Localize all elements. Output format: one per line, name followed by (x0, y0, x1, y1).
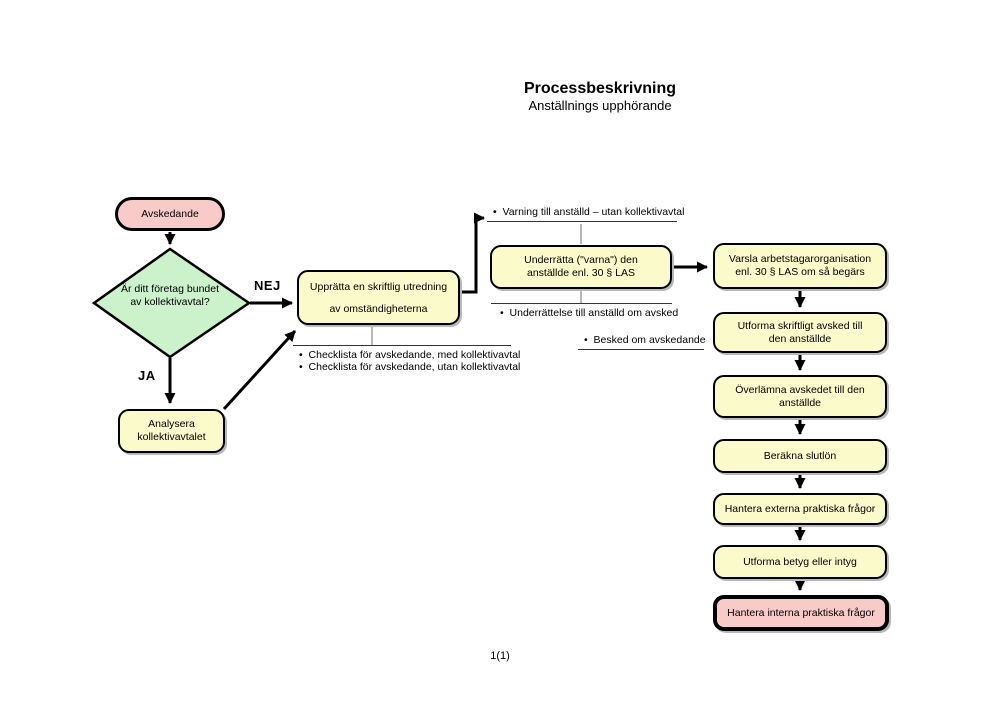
node-final-pay: Beräkna slutlön (713, 439, 887, 473)
node-handover: Överlämna avskedet till den anställde (713, 375, 887, 418)
attachment-underrattelse-label: Underrättelse till anställd om avsked (491, 307, 679, 319)
node-certificate: Utforma betyg eller intyg (713, 545, 887, 579)
node-warn-union: Varsla arbetstagarorganisation enl. 30 §… (713, 243, 887, 289)
attachment-besked-label: Besked om avskedande (578, 334, 706, 346)
arrow-analyze-to-investigation (222, 329, 297, 411)
node-start: Avskedande (115, 197, 225, 231)
attachment-checklist-item-1: Checklista för avskedande, med kollektiv… (293, 349, 521, 361)
decision-diamond-shape (91, 247, 252, 359)
arrow-investigation-to-varning (460, 212, 485, 294)
attachment-checklist-item-2: Checklista för avskedande, utan kollekti… (293, 361, 521, 373)
node-external-matters: Hantera externa praktiska frågor (713, 493, 887, 525)
attachment-underrattelse: Underrättelse till anställd om avsked (491, 303, 679, 319)
attachment-checklist: Checklista för avskedande, med kollektiv… (293, 345, 521, 373)
branch-label-ja: JA (138, 368, 156, 383)
node-decision-label: Är ditt företag bundet av kollektivavtal… (120, 283, 220, 308)
node-written-dismissal: Utforma skriftligt avsked till den anstä… (713, 312, 887, 353)
node-internal-matters-end: Hantera interna praktiska frågor (713, 595, 889, 631)
branch-label-nej: NEJ (254, 278, 281, 293)
page-number: 1(1) (490, 650, 510, 662)
node-investigation: Upprätta en skriftlig utredning av omstä… (297, 270, 460, 325)
attachment-besked: Besked om avskedande (578, 334, 706, 350)
page-subtitle: Anställnings upphörande (528, 98, 672, 113)
attachment-varning-label: Varning till anställd – utan kollektivav… (487, 206, 685, 218)
node-notify: Underrätta ("varna") den anställde enl. … (490, 245, 672, 289)
page-title: Processbeskrivning (523, 80, 677, 97)
title-block: Processbeskrivning Anställnings upphöran… (400, 80, 800, 114)
attachment-varning: Varning till anställd – utan kollektivav… (487, 206, 685, 222)
node-analyze: Analysera kollektivavtalet (118, 409, 225, 453)
